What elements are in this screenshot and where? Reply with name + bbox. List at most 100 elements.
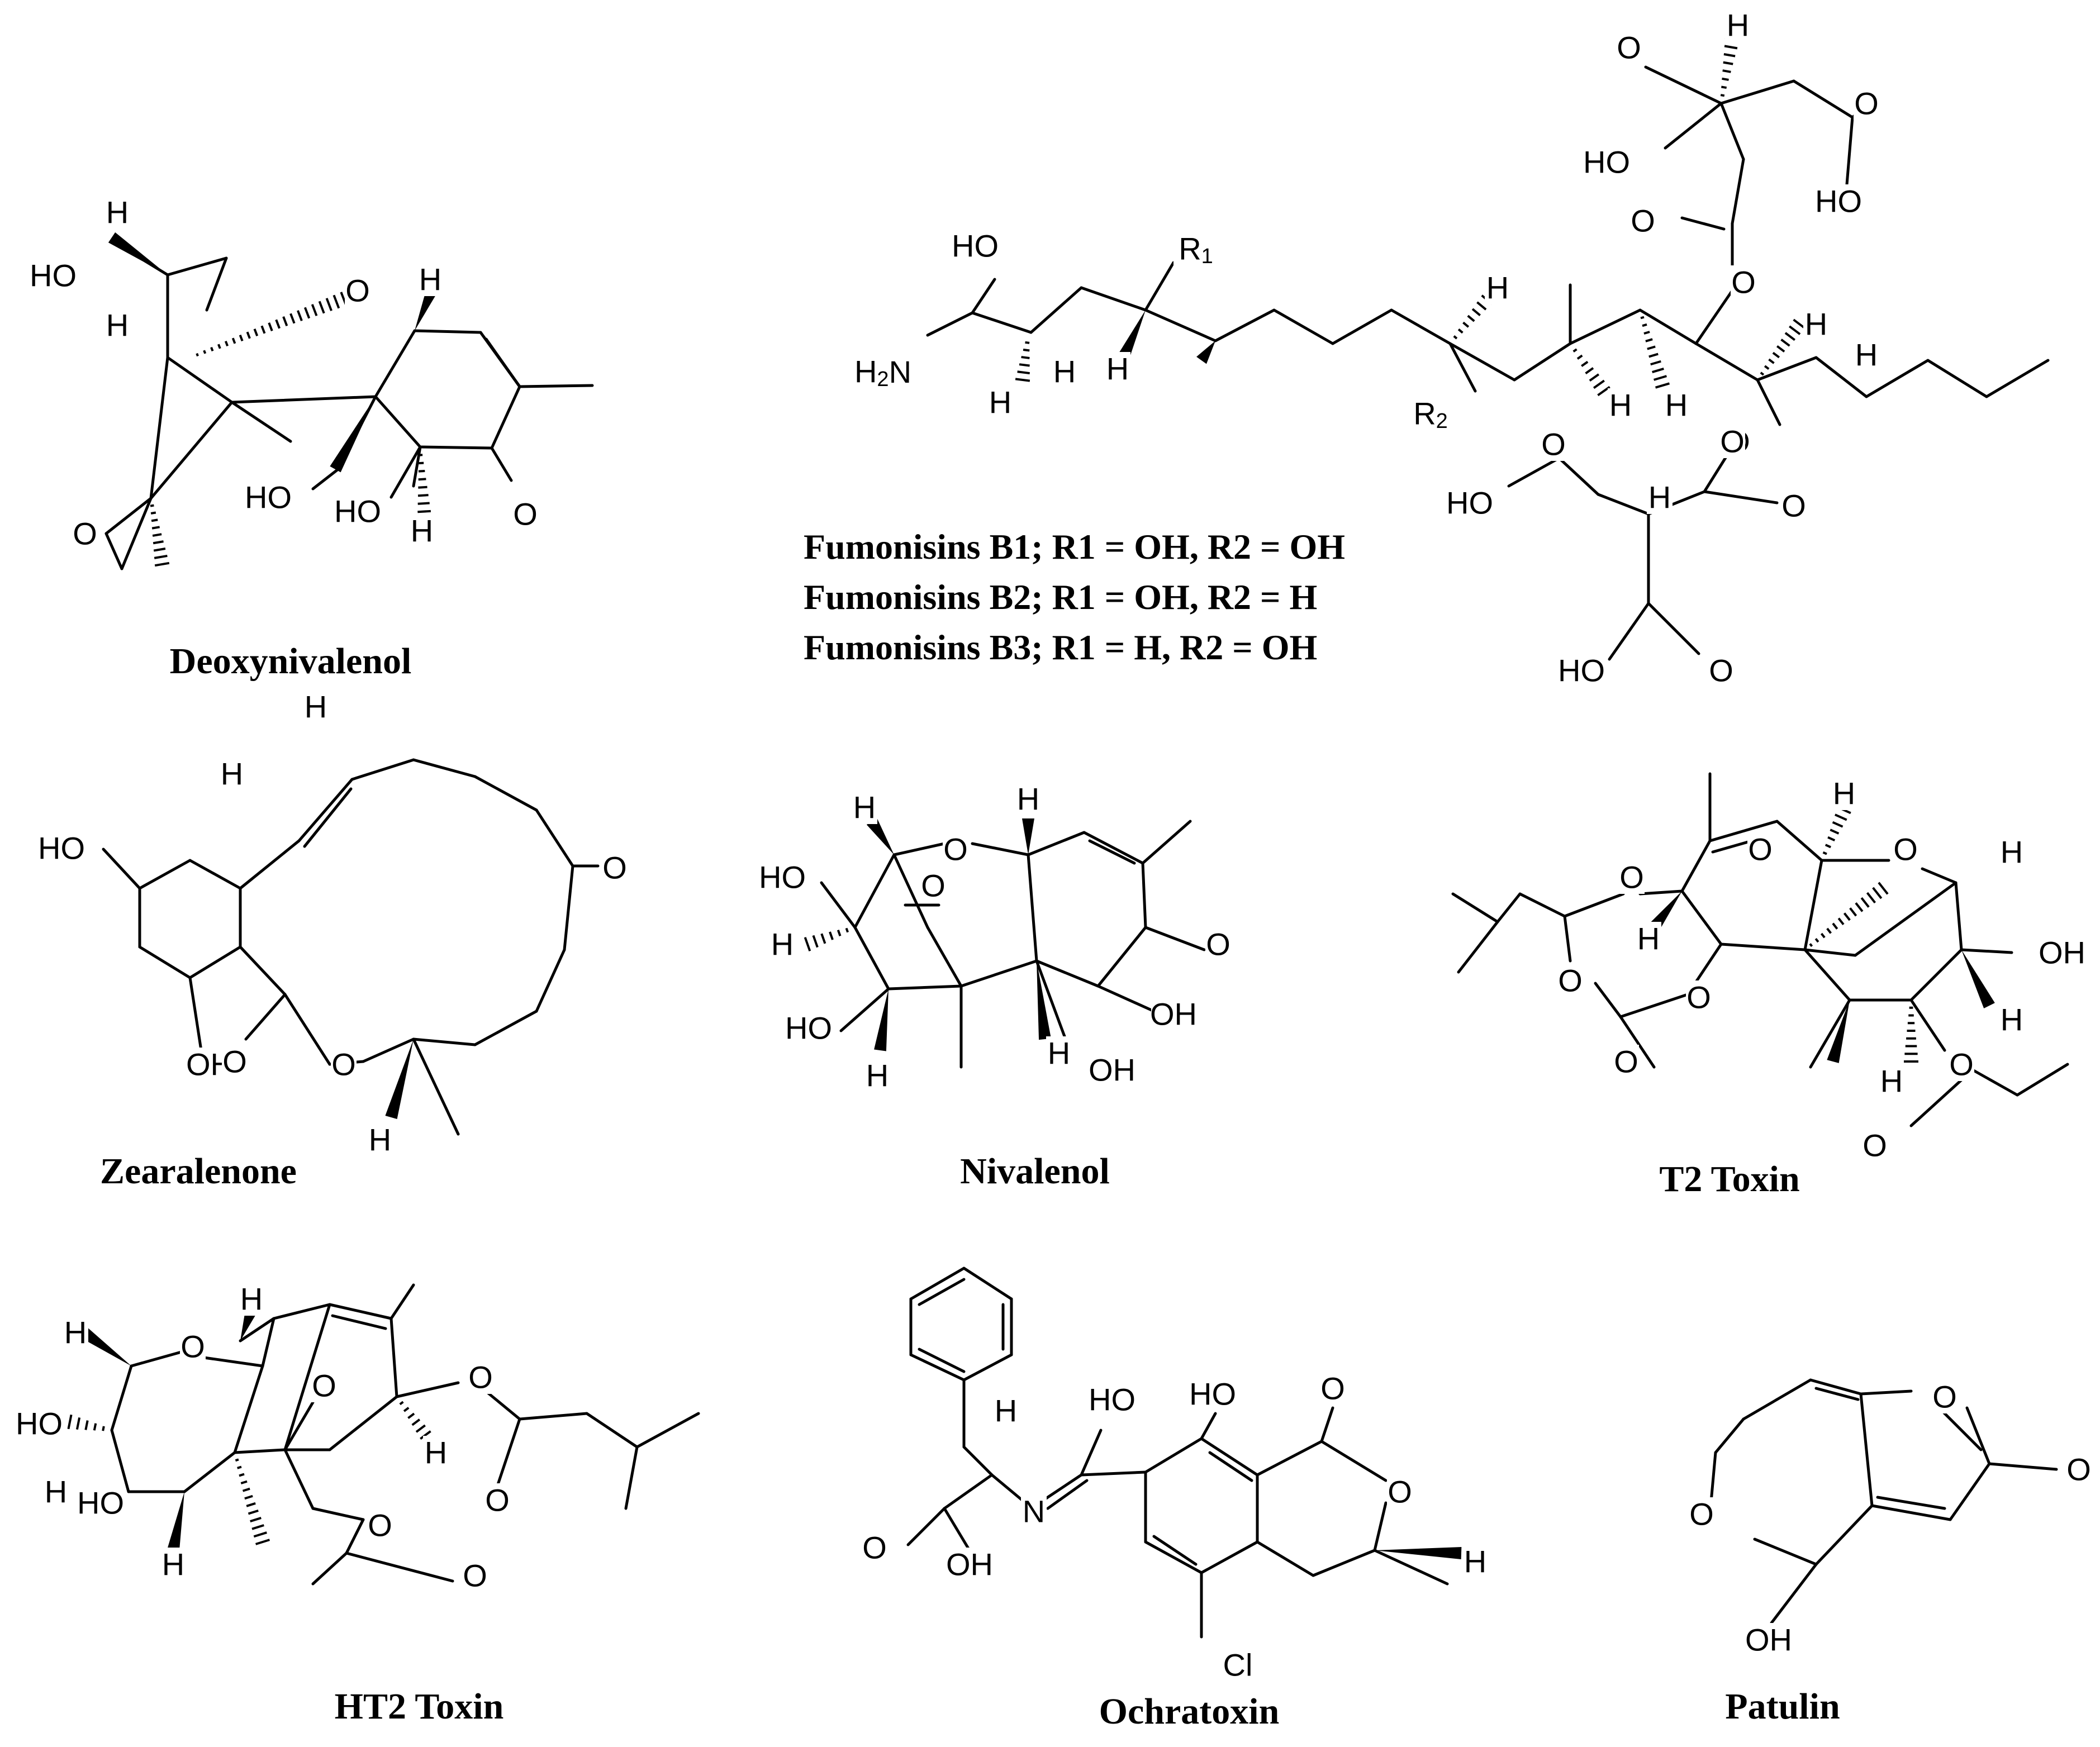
bond <box>624 1445 639 1510</box>
bond <box>138 859 192 890</box>
atom-label-background <box>1747 832 1773 866</box>
bond <box>1080 1470 1147 1477</box>
atom-label: H <box>1609 388 1632 423</box>
atom-label: O <box>463 1558 487 1593</box>
atom-label: H <box>1648 480 1671 515</box>
atom-label-background <box>1015 782 1041 816</box>
bond <box>839 987 890 1032</box>
atom-label-background <box>303 690 329 723</box>
atom-label-background <box>1999 1003 2025 1036</box>
bond <box>1619 993 1689 1018</box>
atom-label-background <box>1485 271 1510 304</box>
bond <box>1814 1504 1874 1566</box>
bond <box>1971 1068 2019 1097</box>
atom-label-background <box>1689 1497 1714 1531</box>
atom-label-background <box>1619 860 1645 894</box>
hashed-bond <box>196 292 348 357</box>
bond <box>892 853 929 929</box>
atom-label: O <box>1731 265 1756 300</box>
bond <box>971 278 996 315</box>
hashed-bond <box>1904 1006 1918 1063</box>
atom-label-background <box>1686 980 1712 1014</box>
atom-label-background <box>1636 922 1661 955</box>
bond <box>1200 1412 1217 1440</box>
bond <box>926 926 963 988</box>
bond <box>820 881 857 929</box>
bond <box>1775 820 1823 862</box>
bond <box>1926 359 1988 398</box>
bond <box>1035 959 1066 1038</box>
atom-label: H <box>64 1315 87 1350</box>
bond <box>1680 216 1726 231</box>
atom-label-background <box>1616 31 1642 64</box>
bond <box>1144 261 1175 312</box>
atom-label-background <box>1630 204 1656 237</box>
bond <box>1088 839 1136 865</box>
atom-label-background <box>63 1316 88 1349</box>
bond <box>1507 456 1561 488</box>
bond <box>149 356 169 500</box>
fumonisin-legend: Fumonisins B1; R1 = OH, R2 = OH Fumonisi… <box>804 527 1345 667</box>
bond <box>1965 1406 1991 1465</box>
atom-label: HO <box>1558 653 1605 688</box>
bond <box>909 1353 966 1382</box>
atom-label: HO <box>1189 1377 1236 1412</box>
hashed-bond <box>1809 882 1889 948</box>
atom-label: O <box>1949 1047 1974 1082</box>
atom-label-background <box>851 355 915 388</box>
bond <box>272 1303 331 1320</box>
bond <box>1144 308 1217 342</box>
label-patulin: Patulin <box>1725 1686 1840 1727</box>
atom-label-background <box>862 1531 887 1564</box>
bond <box>1096 926 1147 988</box>
structure-fumonisins: HOR1H2NHHHHR2HOHHHOHOHOOHOOOHOOHOHOO <box>851 8 2050 688</box>
atom-label: H <box>369 1122 391 1158</box>
atom-label: HO <box>1583 145 1630 180</box>
bond <box>1753 1537 1818 1566</box>
bond <box>1909 998 1946 1052</box>
atom-label: O <box>513 497 538 532</box>
atom-label: H <box>1665 388 1688 423</box>
bond <box>239 839 301 890</box>
hashed-bond <box>150 504 170 567</box>
atom-label-background <box>1719 425 1745 458</box>
bond <box>1714 1417 1745 1454</box>
atom-label: H <box>771 927 794 962</box>
bond <box>283 1448 315 1510</box>
atom-label: H <box>1833 776 1855 811</box>
atom-label-background <box>104 308 130 342</box>
bond <box>1937 1406 1983 1451</box>
atom-label: H <box>995 1393 1017 1429</box>
bond <box>1594 982 1622 1018</box>
bond <box>943 1507 971 1552</box>
bond <box>239 1317 275 1343</box>
bond <box>1096 984 1156 1013</box>
bond <box>959 959 1038 988</box>
bond <box>1046 1479 1089 1510</box>
bond <box>230 395 377 404</box>
atom-label-background <box>852 791 877 824</box>
atom-label-background <box>39 831 84 865</box>
atom-label-background <box>2066 1453 2092 1486</box>
atom-label: OH <box>946 1547 993 1582</box>
bond <box>1200 1437 1259 1477</box>
wedge-bond <box>1375 1547 1462 1559</box>
atom-label: O <box>73 516 97 551</box>
atom-label: OH <box>1745 1622 1792 1658</box>
atom-label: HO <box>1446 485 1493 521</box>
wedge-bond <box>415 285 439 331</box>
atom-label-background <box>760 860 805 894</box>
bond <box>853 853 896 929</box>
hashed-bond <box>1572 348 1610 397</box>
bond <box>962 1353 1013 1382</box>
atom-label: H <box>1855 337 1878 373</box>
atom-label-background <box>1854 87 1879 120</box>
atom-label: H <box>1637 921 1660 956</box>
bond <box>535 948 566 1013</box>
atom-label-background <box>1557 964 1583 997</box>
hashed-bond <box>1015 341 1030 382</box>
atom-label-background <box>219 757 245 791</box>
atom-label-background <box>367 1123 393 1156</box>
